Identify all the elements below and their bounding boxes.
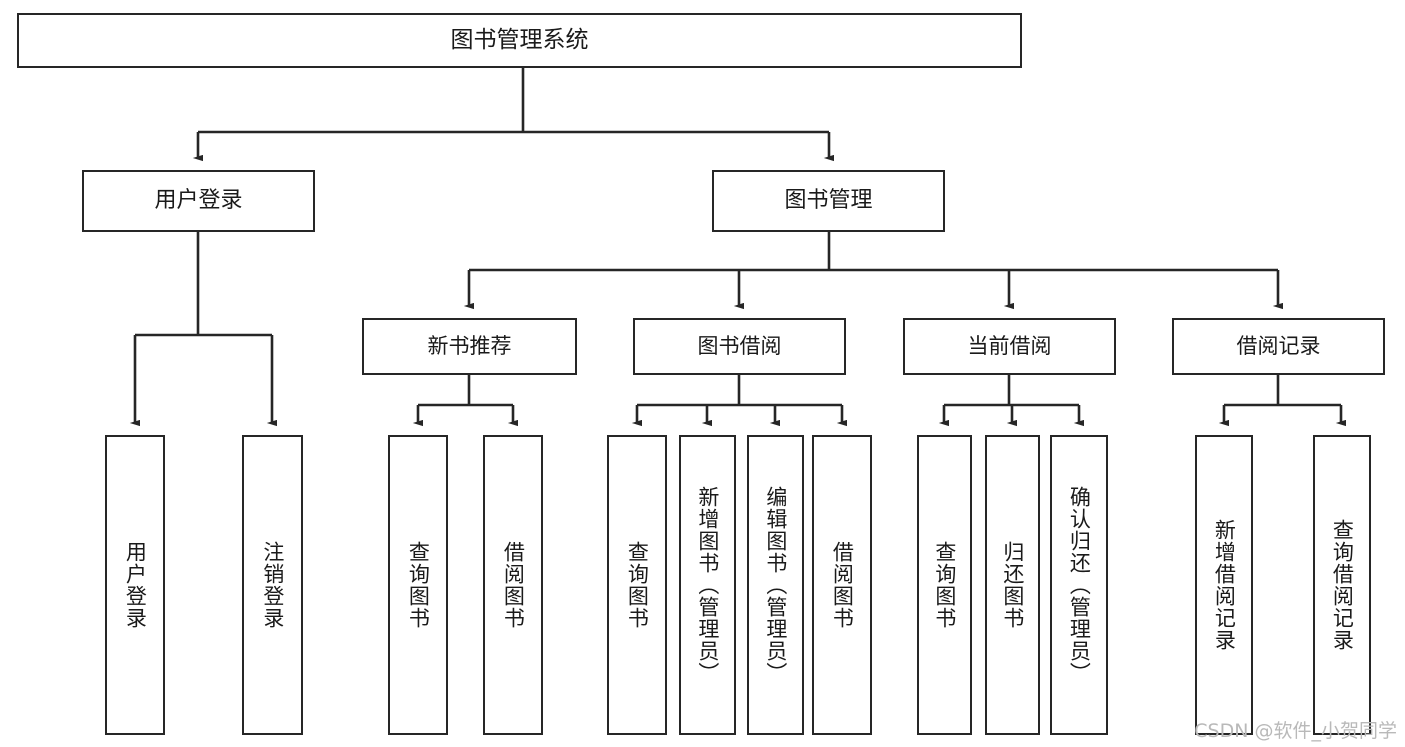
leaf-label: 编辑图书（管理员）: [763, 486, 788, 684]
leaf-label: 查询图书: [625, 541, 650, 629]
leaf-label: 用户登录: [123, 541, 148, 629]
leaf-label: 确认归还（管理员）: [1067, 486, 1092, 684]
leaf-borrow-record-query[interactable]: 查询借阅记录: [1313, 435, 1371, 735]
node-current-borrow[interactable]: 当前借阅: [903, 318, 1116, 375]
leaf-label: 归还图书: [1000, 541, 1025, 629]
leaf-current-borrow-return[interactable]: 归还图书: [985, 435, 1040, 735]
watermark: CSDN @软件_小贺同学: [1194, 720, 1397, 742]
node-book-management[interactable]: 图书管理: [712, 170, 945, 232]
leaf-label: 查询借阅记录: [1330, 519, 1355, 651]
leaf-new-book-borrow[interactable]: 借阅图书: [483, 435, 543, 735]
node-book-borrow-label: 图书借阅: [697, 334, 782, 359]
leaf-label: 借阅图书: [501, 541, 526, 629]
leaf-book-borrow-borrow[interactable]: 借阅图书: [812, 435, 872, 735]
node-root-label: 图书管理系统: [450, 26, 589, 53]
leaf-user-login-login[interactable]: 用户登录: [105, 435, 165, 735]
leaf-label: 注销登录: [260, 541, 285, 629]
leaf-new-book-query[interactable]: 查询图书: [388, 435, 448, 735]
leaf-label: 新增图书（管理员）: [695, 486, 720, 684]
leaf-current-borrow-confirm-return[interactable]: 确认归还（管理员）: [1050, 435, 1108, 735]
node-current-borrow-label: 当前借阅: [967, 334, 1052, 359]
leaf-label: 查询图书: [406, 541, 431, 629]
node-book-management-label: 图书管理: [784, 188, 873, 214]
node-user-login-label: 用户登录: [154, 188, 243, 214]
node-borrow-record-label: 借阅记录: [1236, 334, 1321, 359]
node-new-book-recommend-label: 新书推荐: [427, 334, 512, 359]
node-borrow-record[interactable]: 借阅记录: [1172, 318, 1385, 375]
leaf-book-borrow-add[interactable]: 新增图书（管理员）: [679, 435, 736, 735]
leaf-book-borrow-edit[interactable]: 编辑图书（管理员）: [747, 435, 804, 735]
leaf-book-borrow-query[interactable]: 查询图书: [607, 435, 667, 735]
node-user-login[interactable]: 用户登录: [82, 170, 315, 232]
leaf-current-borrow-query[interactable]: 查询图书: [917, 435, 972, 735]
leaf-borrow-record-add[interactable]: 新增借阅记录: [1195, 435, 1253, 735]
leaf-label: 借阅图书: [830, 541, 855, 629]
node-root[interactable]: 图书管理系统: [17, 13, 1022, 68]
node-new-book-recommend[interactable]: 新书推荐: [362, 318, 577, 375]
leaf-label: 查询图书: [932, 541, 957, 629]
node-book-borrow[interactable]: 图书借阅: [633, 318, 846, 375]
leaf-label: 新增借阅记录: [1212, 519, 1237, 651]
leaf-user-login-logout[interactable]: 注销登录: [242, 435, 303, 735]
